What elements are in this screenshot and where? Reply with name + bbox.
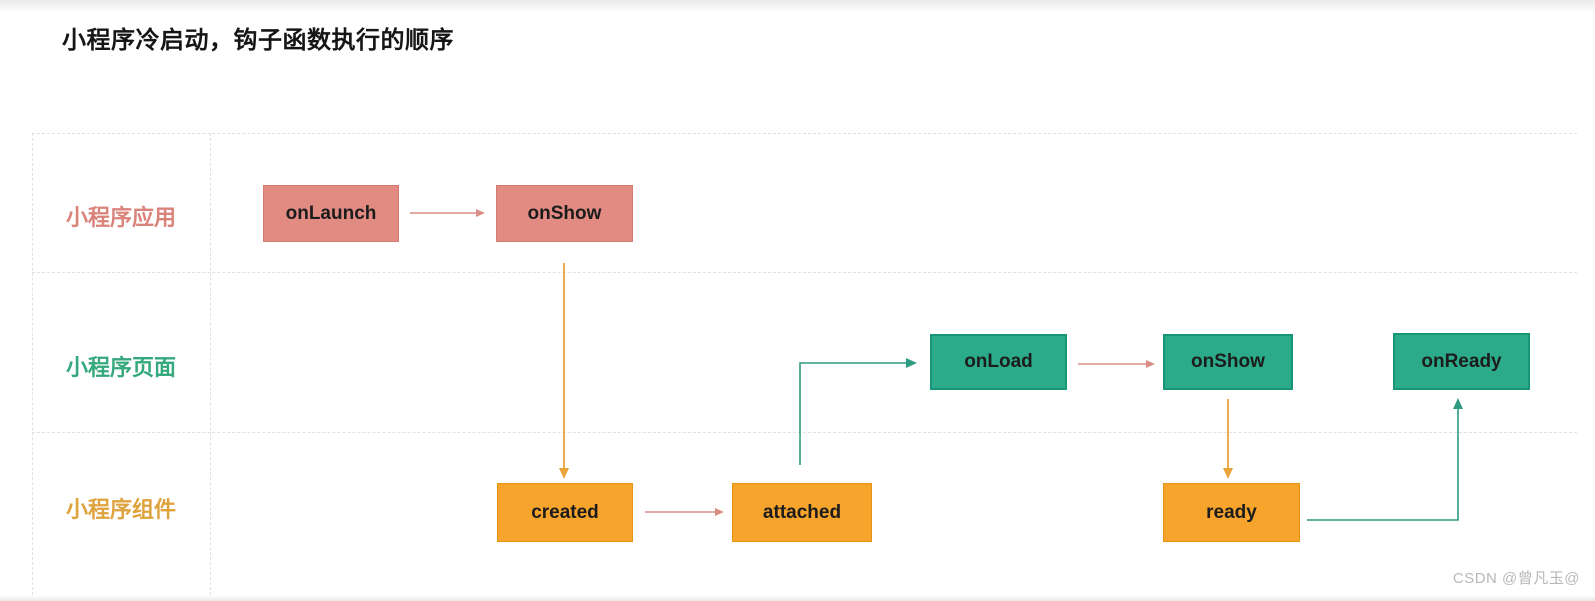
- node-app-onshow: onShow: [496, 185, 633, 242]
- lane-label-app: 小程序应用: [65, 205, 176, 230]
- watermark: CSDN @曾凡玉@: [1452, 570, 1580, 587]
- edge-ready-to-onready: [1307, 398, 1463, 521]
- top-fade-strip: [0, 0, 1595, 13]
- grid-line-row1-row2: [32, 272, 1577, 273]
- node-page-onshow: onShow: [1163, 334, 1293, 390]
- grid-line-left: [32, 133, 33, 595]
- lane-label-component: 小程序组件: [65, 497, 176, 522]
- node-ready: ready: [1163, 483, 1300, 542]
- bottom-fade-strip: [0, 595, 1595, 601]
- grid-line-top: [32, 133, 1577, 134]
- node-onready: onReady: [1393, 333, 1530, 390]
- node-onload: onLoad: [930, 334, 1067, 390]
- edge-attached-to-onload: [799, 358, 917, 465]
- page-title: 小程序冷启动，钩子函数执行的顺序: [62, 27, 454, 54]
- node-onlaunch: onLaunch: [263, 185, 399, 242]
- lane-label-page: 小程序页面: [65, 355, 176, 380]
- grid-line-label-divider: [210, 133, 211, 595]
- node-created: created: [497, 483, 633, 542]
- node-attached: attached: [732, 483, 872, 542]
- grid-line-row2-row3: [32, 432, 1577, 433]
